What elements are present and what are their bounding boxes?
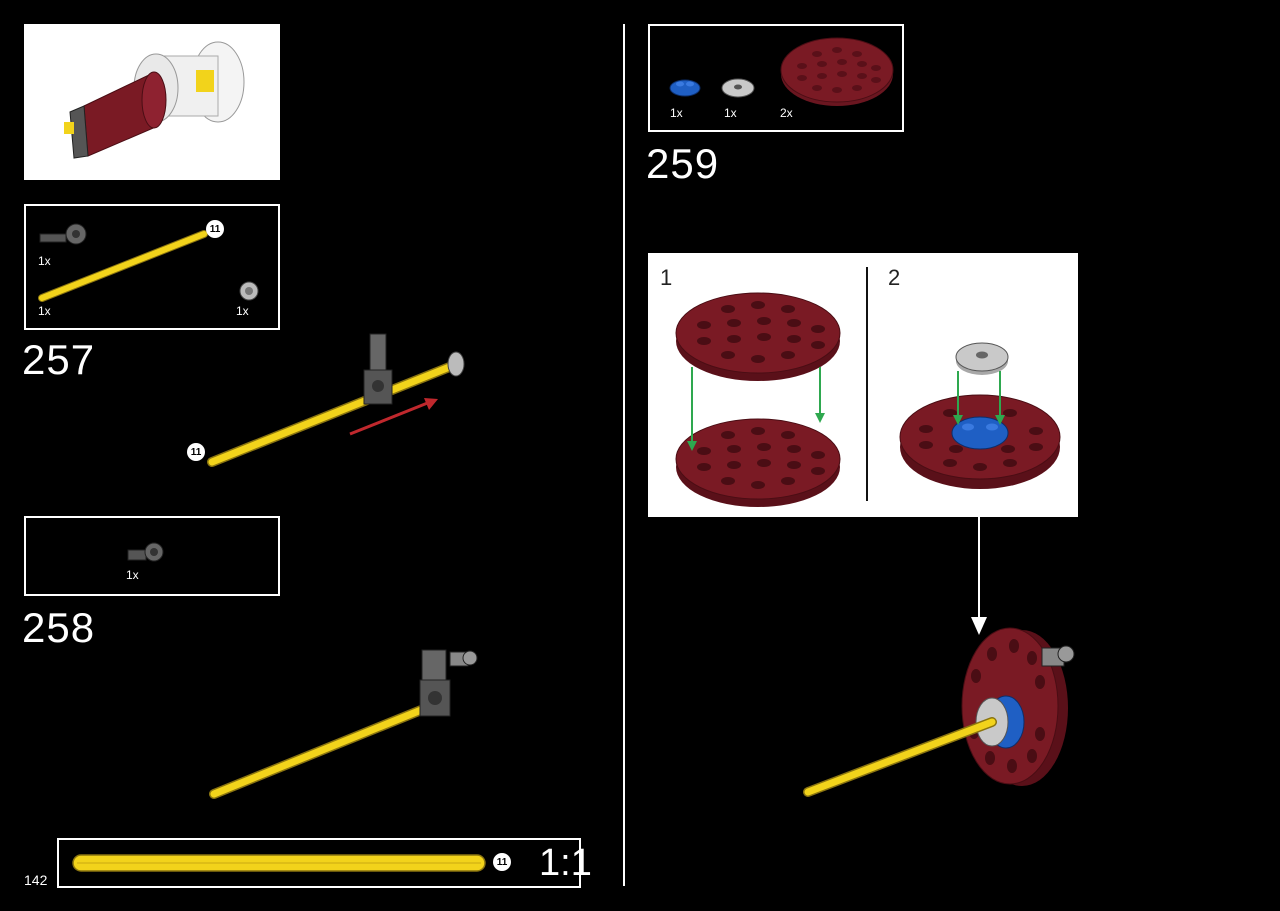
yellow-axle-icon <box>72 854 486 872</box>
axle-length-badge: 11 <box>206 220 224 238</box>
dark-red-round-plate-icon <box>780 37 894 106</box>
gray-connector-icon <box>39 223 87 245</box>
step-258-illustration <box>209 649 478 799</box>
part-qty: 2x <box>780 106 793 120</box>
part-qty: 1x <box>670 106 683 120</box>
part-qty: 1x <box>38 304 51 318</box>
model-preview-image <box>64 41 245 159</box>
part-qty: 1x <box>126 568 139 582</box>
gray-bush-icon <box>239 281 259 301</box>
substep-divider <box>866 267 868 501</box>
step-257-illustration <box>207 333 465 467</box>
scale-label: 1:1 <box>539 842 592 884</box>
step-257-parts-box: 1x 11 1x 1x <box>24 204 280 330</box>
axle-length-badge: 11 <box>187 443 205 461</box>
step-258-parts-box: 1x <box>24 516 280 596</box>
gray-round-tile-icon <box>721 78 755 98</box>
blue-round-plate-icon <box>669 79 701 97</box>
gray-connector-icon <box>127 542 164 562</box>
yellow-axle-icon <box>38 230 208 302</box>
step-number-259: 259 <box>646 140 720 187</box>
subassembly-callout: 1 2 <box>648 253 1078 517</box>
step-number-258: 258 <box>22 604 96 651</box>
down-arrow-icon <box>971 517 987 635</box>
page-divider <box>623 24 625 886</box>
substep-1-illustration <box>675 292 841 507</box>
substep-2-illustration <box>899 342 1061 489</box>
step-259-parts-box: 1x 1x 2x <box>648 24 904 132</box>
step-259-illustration <box>803 627 1075 797</box>
part-qty: 1x <box>724 106 737 120</box>
scale-ruler-box: 11 1:1 <box>57 838 592 888</box>
axle-length-badge: 11 <box>493 853 511 871</box>
substep-number: 1 <box>660 265 673 290</box>
part-qty: 1x <box>38 254 51 268</box>
part-qty: 1x <box>236 304 249 318</box>
substep-number: 2 <box>888 265 901 290</box>
page-number: 142 <box>24 872 48 888</box>
step-number-257: 257 <box>22 336 96 383</box>
model-preview-box <box>24 24 280 180</box>
